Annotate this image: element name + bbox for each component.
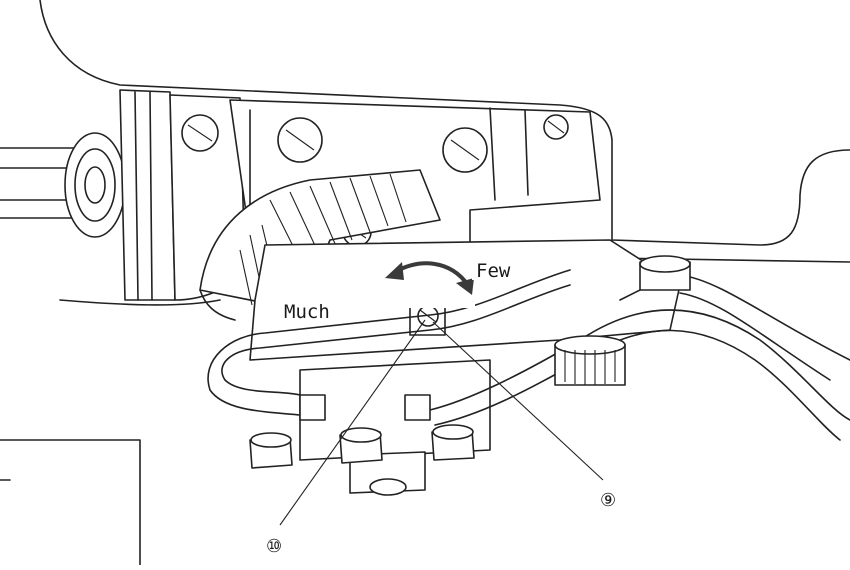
callout-9: ⑨ bbox=[600, 490, 616, 511]
adjust-arrow bbox=[355, 248, 475, 308]
side-frame bbox=[0, 439, 141, 566]
main-shaft bbox=[0, 132, 126, 238]
right-fitting bbox=[554, 255, 691, 386]
callout-10: ⑩ bbox=[266, 536, 282, 557]
few-label: Few bbox=[476, 260, 511, 282]
much-label: Much bbox=[284, 301, 330, 323]
oil-pipe bbox=[207, 269, 850, 441]
bottom-bolts bbox=[249, 394, 475, 469]
leader-lines bbox=[279, 319, 604, 526]
